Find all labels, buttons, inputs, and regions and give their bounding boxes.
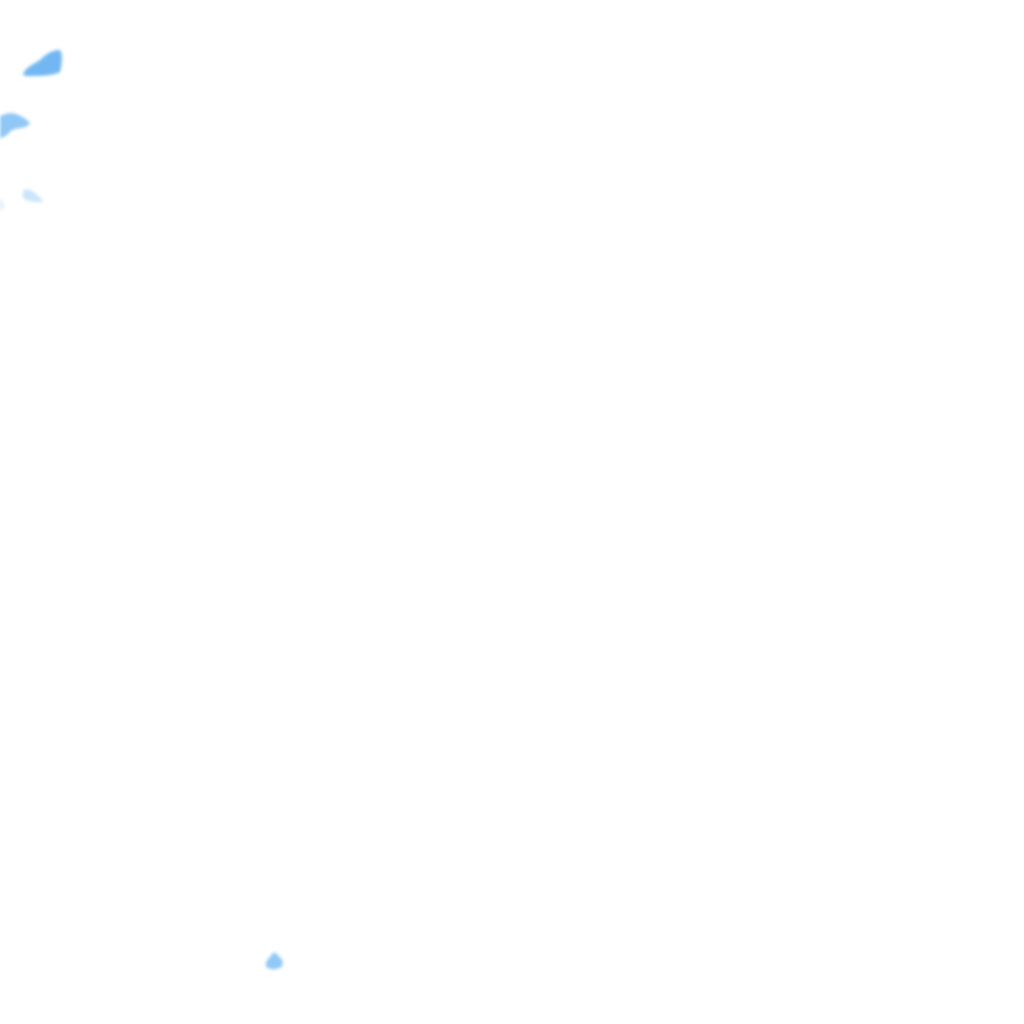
paint-blob-left-edge [0, 198, 4, 210]
paint-blob-left-small [22, 189, 43, 202]
paint-blob-left-mid [0, 113, 30, 138]
paint-blob-bottom [265, 952, 283, 970]
paint-blob-top-left [23, 50, 62, 76]
